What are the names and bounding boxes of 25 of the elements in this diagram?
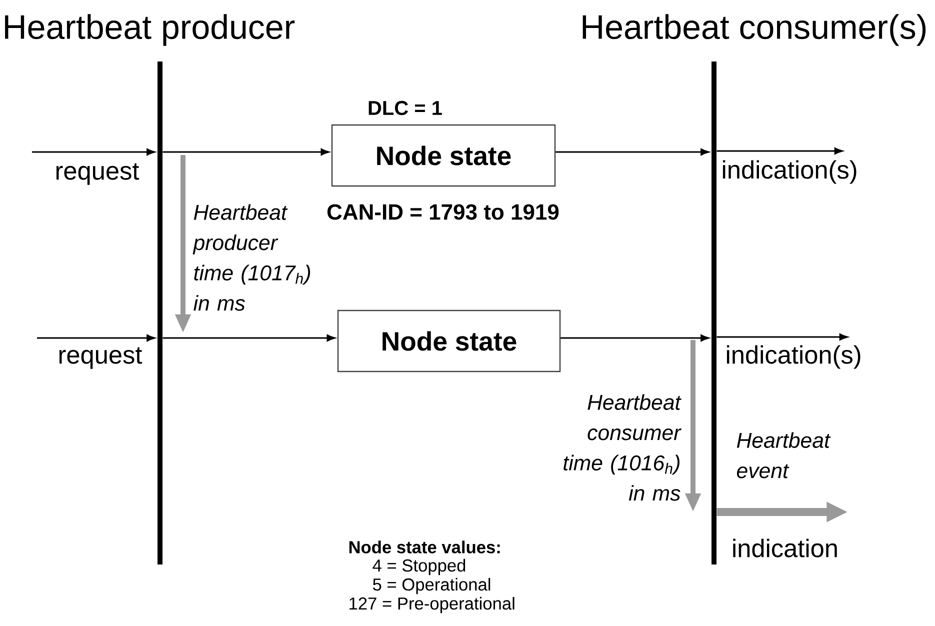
edge-label: Heartbeat event xyxy=(736,432,831,478)
heading: Heartbeat consumer(s) xyxy=(582,14,926,46)
edge-label: request xyxy=(56,163,140,185)
note-line: 5 = Operational xyxy=(372,578,490,594)
note-heading: Node state values: xyxy=(349,540,500,554)
edge-label: indication(s) xyxy=(722,160,856,184)
arrow xyxy=(560,334,709,342)
message-box: Node state xyxy=(337,310,561,372)
duration-label: Heartbeat consumer time (1016$_{h}$) in ms xyxy=(564,394,682,501)
edge-label: indication(s) xyxy=(726,345,860,369)
heading: Heartbeat producer xyxy=(5,14,295,46)
edge-label: request xyxy=(59,347,142,369)
message-box: Node state xyxy=(331,124,556,187)
arrow xyxy=(37,334,155,342)
arrow xyxy=(162,334,336,342)
message-caption: CAN-ID = 1793 to 1919 xyxy=(327,204,559,220)
duration-label: Heartbeat producer time (1017$_{h}$) in ms xyxy=(192,204,310,311)
arrow xyxy=(556,148,709,156)
arrow xyxy=(716,148,843,154)
arrow xyxy=(32,148,155,156)
note-line: 4 = Stopped xyxy=(372,558,466,576)
arrow xyxy=(162,148,330,156)
arrow xyxy=(716,334,848,340)
message-caption: DLC = 1 xyxy=(368,100,442,116)
note-line: 127 = Pre-operational xyxy=(350,596,514,614)
